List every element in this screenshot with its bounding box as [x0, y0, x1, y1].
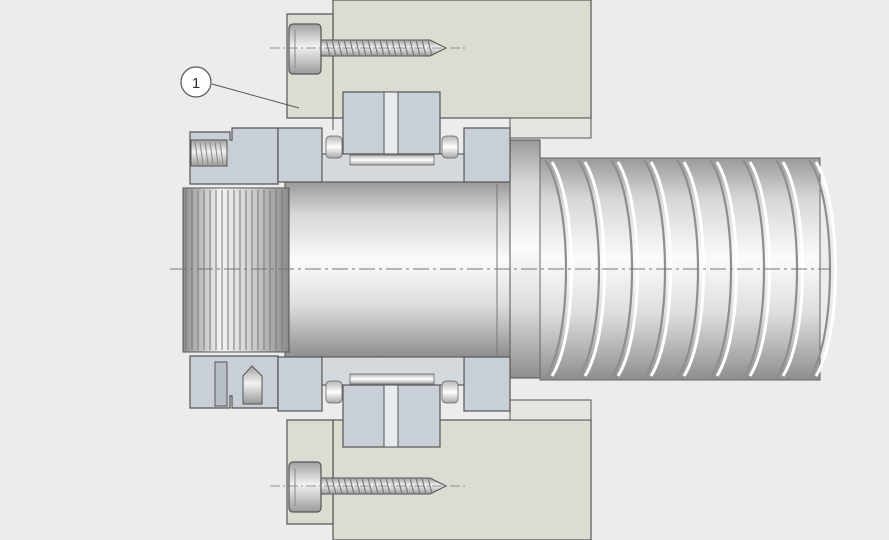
helix-crest [550, 161, 573, 377]
fixing-screw-upper [270, 23, 466, 75]
helix-crest [781, 161, 804, 377]
needle-roller-upper [349, 154, 435, 166]
callout-label: 1 [192, 75, 200, 92]
helix-groove [676, 159, 700, 379]
helix-groove [742, 159, 766, 379]
screw-thread-line [337, 477, 343, 495]
helix-groove [577, 159, 601, 379]
screw-thread-line [409, 39, 415, 57]
ball-lower-right [441, 380, 459, 404]
helix-crest [715, 161, 738, 377]
bearing-upper [277, 91, 511, 183]
lock-nut-lower [189, 355, 279, 409]
housing-bore-lower [509, 399, 592, 421]
grub-screw-lower [242, 365, 263, 405]
helix-crest [583, 161, 606, 377]
grub-thread-line [194, 141, 199, 165]
grub-thread-line [199, 141, 204, 165]
screw-thread-line [391, 477, 397, 495]
grub-thread-line [204, 141, 209, 165]
housing-bore-upper [509, 117, 592, 139]
screw-thread-line [391, 39, 397, 57]
ball-upper-right [441, 135, 459, 159]
screw-thread-line [373, 477, 379, 495]
screw-thread-line [427, 477, 433, 495]
helix-crest [682, 161, 705, 377]
helix-groove [808, 159, 832, 379]
ball-upper-left [325, 135, 343, 159]
screw-thread-line [355, 477, 361, 495]
needle-roller-lower [349, 373, 435, 385]
helix-groove [775, 159, 799, 379]
screw-thread-line [373, 39, 379, 57]
ball-lower-left [325, 380, 343, 404]
grub-screw-upper [190, 139, 228, 167]
helix-groove [544, 159, 568, 379]
shaft-shoulder [509, 139, 541, 379]
helix-groove [709, 159, 733, 379]
grub-thread-line [214, 141, 219, 165]
callout-1: 1 [180, 66, 300, 109]
lock-nut [189, 127, 279, 409]
screw-thread-line [337, 39, 343, 57]
screw-thread-line [355, 39, 361, 57]
grub-thread-line [209, 141, 214, 165]
callout-circle [180, 66, 212, 98]
shaft-threaded-end [182, 187, 290, 353]
fixing-screw-lower [270, 461, 466, 513]
screw-thread-line [409, 477, 415, 495]
helix-crest [814, 161, 837, 377]
helix-crest [649, 161, 672, 377]
helix-groove [643, 159, 667, 379]
ball-screw-spindle [539, 157, 837, 381]
helix-groove [610, 159, 634, 379]
bearing-lower [277, 356, 511, 448]
grub-thread-line [219, 141, 224, 165]
shaft-journal [284, 181, 516, 358]
helix-crest [748, 161, 771, 377]
helix-crest [616, 161, 639, 377]
screw-thread-line [427, 39, 433, 57]
